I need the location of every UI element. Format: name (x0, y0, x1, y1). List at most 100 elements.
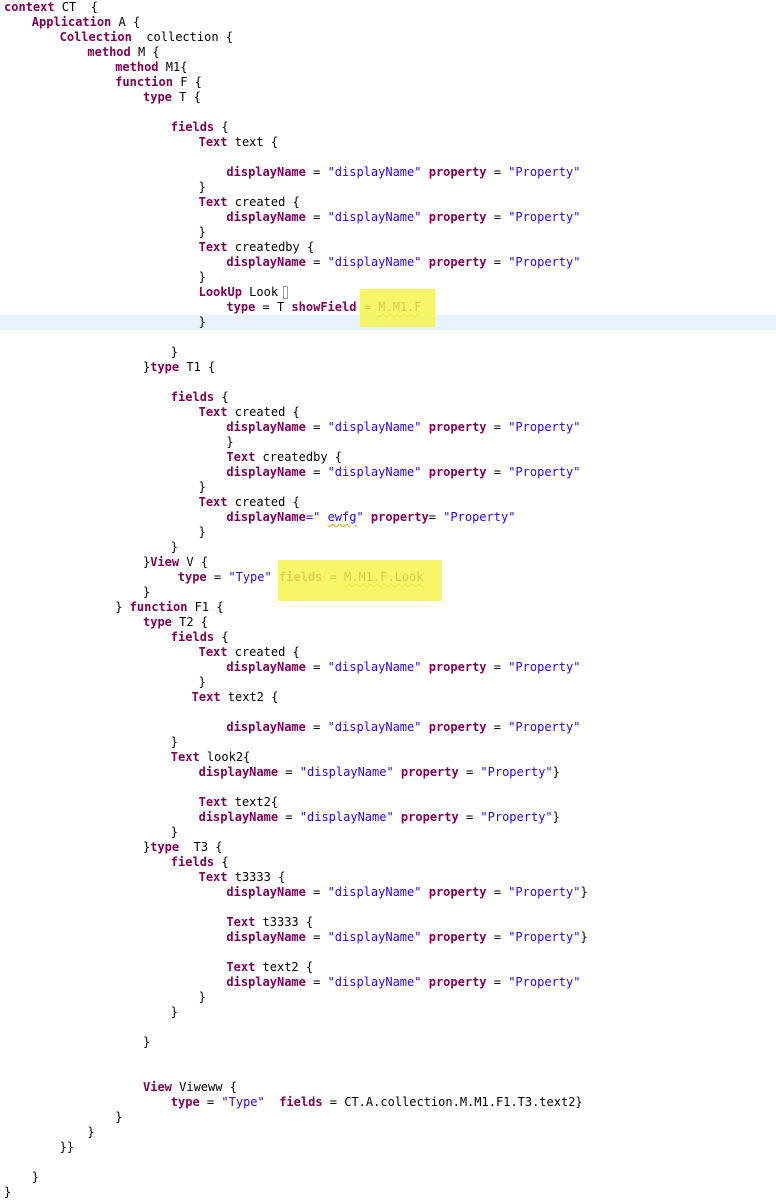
code-line[interactable]: } (0, 825, 776, 840)
code-line[interactable]: Application A { (0, 15, 776, 30)
code-line[interactable]: Collection collection { (0, 30, 776, 45)
code-line[interactable]: Text created { (0, 405, 776, 420)
code-token: created { (227, 405, 300, 419)
code-line[interactable]: } (0, 180, 776, 195)
keyword-token: type (177, 570, 207, 584)
code-line[interactable]: Text t3333 { (0, 915, 776, 930)
code-line[interactable]: } (0, 435, 776, 450)
keyword-token: method (87, 45, 131, 59)
code-line[interactable]: }type T1 { (0, 360, 776, 375)
code-line[interactable] (0, 900, 776, 915)
code-line[interactable]: Text createdby { (0, 450, 776, 465)
code-line[interactable]: Text created { (0, 645, 776, 660)
code-line[interactable]: displayName = "displayName" property = "… (0, 810, 776, 825)
code-line[interactable] (0, 150, 776, 165)
code-line[interactable]: } (0, 1185, 776, 1200)
code-line[interactable] (0, 1020, 776, 1035)
code-line[interactable]: }View V { (0, 555, 776, 570)
code-line[interactable]: } (0, 345, 776, 360)
code-line[interactable]: } (0, 735, 776, 750)
code-line[interactable]: } (0, 225, 776, 240)
code-line[interactable]: fields { (0, 855, 776, 870)
keyword-token: property (428, 885, 487, 899)
code-line[interactable]: } (0, 1110, 776, 1125)
code-line[interactable]: Text created { (0, 195, 776, 210)
code-line[interactable]: Text createdby { (0, 240, 776, 255)
code-line[interactable]: } (0, 990, 776, 1005)
code-token: = (305, 975, 328, 989)
code-line[interactable] (0, 330, 776, 345)
code-line[interactable]: displayName = "displayName" property = "… (0, 765, 776, 780)
code-line[interactable]: fields { (0, 630, 776, 645)
code-line[interactable]: type T2 { (0, 615, 776, 630)
code-line[interactable]: fields { (0, 120, 776, 135)
code-line[interactable]: } (0, 585, 776, 600)
code-line[interactable]: type = "Type" fields = CT.A.collection.M… (0, 1095, 776, 1110)
code-token: = (486, 255, 509, 269)
code-token: } (198, 990, 206, 1004)
code-line[interactable]: displayName = "displayName" property = "… (0, 660, 776, 675)
code-line[interactable]: } (0, 675, 776, 690)
code-line[interactable]: }} (0, 1140, 776, 1155)
code-line[interactable]: } (0, 1170, 776, 1185)
code-line[interactable] (0, 1050, 776, 1065)
code-line[interactable]: displayName = "displayName" property = "… (0, 975, 776, 990)
code-token: collection { (131, 30, 233, 44)
code-token (421, 420, 428, 434)
code-line[interactable]: } (0, 1035, 776, 1050)
code-line[interactable]: }type T3 { (0, 840, 776, 855)
code-line[interactable]: displayName = "displayName" property = "… (0, 465, 776, 480)
code-line[interactable]: type T { (0, 90, 776, 105)
code-line[interactable]: Text text { (0, 135, 776, 150)
code-line[interactable]: } function F1 { (0, 600, 776, 615)
code-line[interactable]: displayName = "displayName" property = "… (0, 255, 776, 270)
string-token: " (356, 510, 371, 524)
keyword-token: Text (226, 915, 256, 929)
code-token: = (486, 210, 509, 224)
code-line[interactable]: function F { (0, 75, 776, 90)
code-line[interactable]: } (0, 1005, 776, 1020)
code-line[interactable]: Text text2 { (0, 690, 776, 705)
code-line[interactable]: method M { (0, 45, 776, 60)
highlight-showfield-value (360, 289, 435, 327)
code-line[interactable]: method M1{ (0, 60, 776, 75)
code-line[interactable]: Text text2 { (0, 960, 776, 975)
code-line[interactable]: } (0, 1125, 776, 1140)
code-token: = (305, 255, 328, 269)
code-line[interactable]: View Viweww { (0, 1080, 776, 1095)
keyword-token: type (143, 90, 172, 104)
code-token: T { (171, 90, 201, 104)
code-token: } (143, 1035, 151, 1049)
code-line[interactable]: displayName = "displayName" property = "… (0, 210, 776, 225)
code-line[interactable]: fields { (0, 390, 776, 405)
code-line[interactable]: } (0, 525, 776, 540)
code-line[interactable]: } (0, 480, 776, 495)
code-line[interactable]: displayName = "displayName" property = "… (0, 720, 776, 735)
code-line[interactable]: Text text2{ (0, 795, 776, 810)
code-token: = (486, 660, 509, 674)
code-line[interactable] (0, 1065, 776, 1080)
code-line[interactable]: displayName = "displayName" property = "… (0, 420, 776, 435)
code-line[interactable] (0, 945, 776, 960)
code-line[interactable]: LookUp Look (0, 285, 776, 300)
code-line[interactable]: Text t3333 { (0, 870, 776, 885)
code-token: createdby { (227, 240, 315, 254)
code-line[interactable]: Text look2{ (0, 750, 776, 765)
code-line[interactable]: displayName = "displayName" property = "… (0, 165, 776, 180)
code-line[interactable]: } (0, 270, 776, 285)
code-line[interactable] (0, 780, 776, 795)
code-line[interactable] (0, 105, 776, 120)
code-line[interactable]: context CT { (0, 0, 776, 15)
keyword-token: type (170, 1095, 200, 1109)
code-line[interactable] (0, 375, 776, 390)
code-line[interactable]: displayName = "displayName" property = "… (0, 885, 776, 900)
keyword-token: displayName (198, 810, 279, 824)
code-line[interactable]: displayName = "displayName" property = "… (0, 930, 776, 945)
keyword-token: property (428, 255, 487, 269)
code-line[interactable] (0, 1155, 776, 1170)
code-line[interactable]: Text created { (0, 495, 776, 510)
code-line[interactable]: displayName=" ewfg" property= "Property" (0, 510, 776, 525)
code-line[interactable] (0, 705, 776, 720)
code-line[interactable]: } (0, 540, 776, 555)
